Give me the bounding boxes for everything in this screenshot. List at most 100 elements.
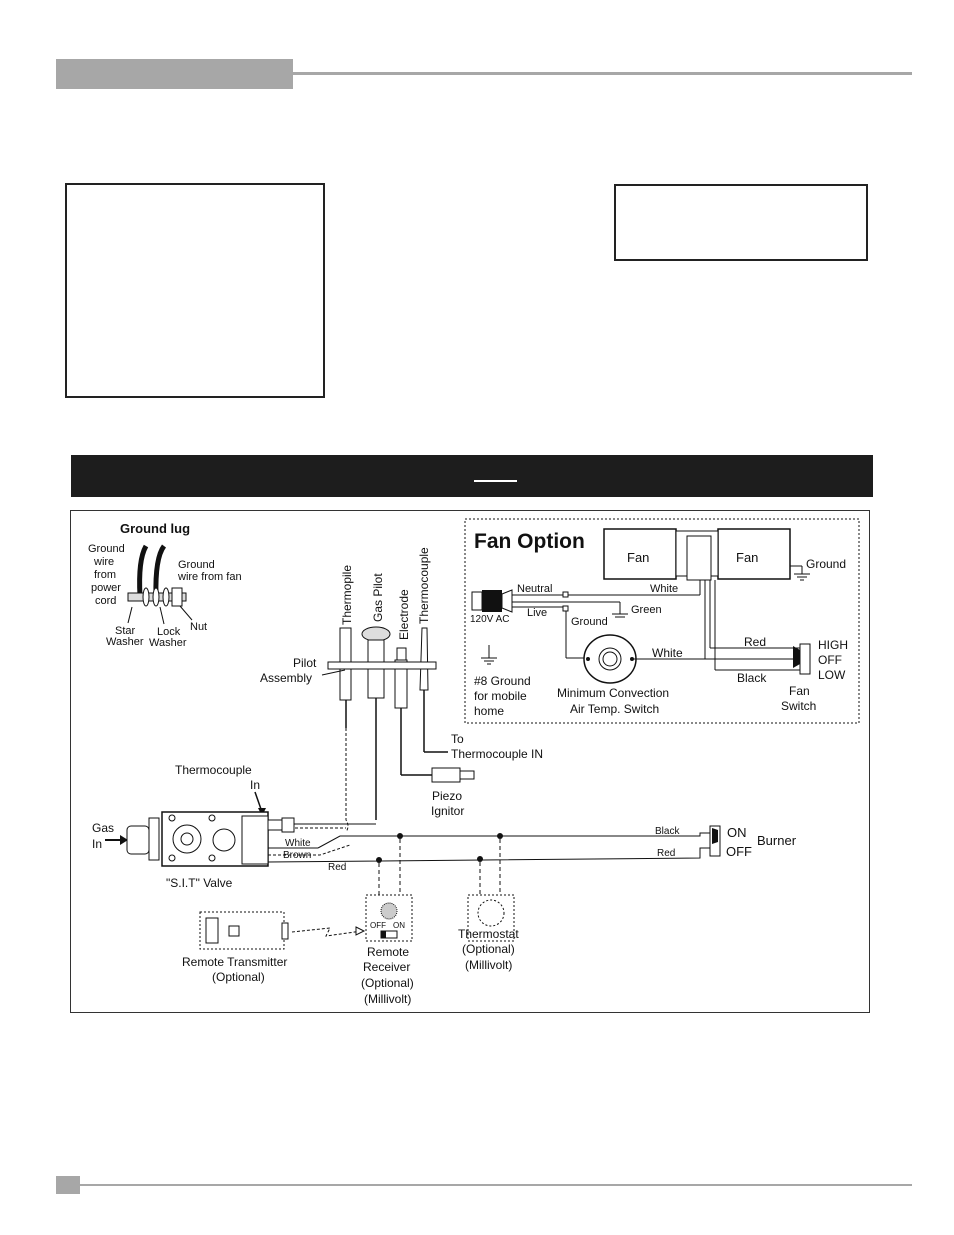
volts-label: 120V AC (470, 614, 509, 625)
thermostat-junction-top (497, 833, 503, 839)
valve-red-label: Red (328, 862, 346, 873)
remote-receiver-label: Remote (367, 945, 409, 959)
power-plug-body (482, 590, 502, 612)
remote-receiver-label-3: (Optional) (361, 976, 414, 990)
neutral-label: Neutral (517, 583, 552, 595)
fan-switch-icon (799, 643, 811, 675)
valve-white-label: White (285, 838, 311, 849)
ground8-label-3: home (474, 704, 504, 718)
ground8-label: #8 Ground (474, 674, 531, 688)
thermostat-dial (477, 899, 505, 927)
ground-wire-fan-label-2: wire from fan (177, 571, 242, 583)
star-washer-pointer (127, 606, 133, 624)
black-label: Black (737, 671, 767, 685)
ground-lug-title: Ground lug (120, 521, 190, 536)
electrode-tip (396, 647, 407, 661)
valve-screw-3 (208, 814, 216, 822)
wiring-diagram-frame (70, 510, 870, 1013)
receiver-junction-bottom (376, 857, 382, 863)
wiring-diagram-banner (71, 455, 873, 497)
thermostat-group: Thermostat (Optional) (Millivolt) (458, 894, 519, 972)
valve-hilo-knob-icon (212, 828, 236, 852)
fan-option-box (464, 518, 860, 724)
burner-label: Burner (757, 833, 797, 848)
pilot-assembly-group: Thermopile Gas Pilot Electrode Thermocou… (260, 547, 543, 833)
lock-washer-label: Lock (157, 626, 181, 638)
live-wire-splice (562, 605, 569, 612)
gas-pilot-hood (361, 626, 391, 642)
fan-connector-plug (686, 535, 712, 581)
fan-switch-high: HIGH (818, 638, 848, 652)
green-label: Green (631, 604, 662, 616)
pilot-assembly-label: Pilot (293, 656, 317, 670)
remote-receiver-label-2: Receiver (363, 960, 410, 974)
convection-switch-terminal-left (586, 657, 590, 661)
nut-icon (171, 587, 183, 607)
lock-washer-icon (152, 587, 160, 607)
lock-washer-label-2: Washer (149, 637, 187, 649)
thermostat-junction-bottom (477, 856, 483, 862)
fan-ground-label: Ground (806, 557, 846, 571)
pilot-bracket (327, 661, 437, 670)
star-washer-icon (142, 587, 150, 607)
red-label: Red (744, 635, 766, 649)
to-thermocouple-label-2: Thermocouple IN (451, 747, 543, 761)
gas-in-arrowhead (120, 835, 128, 845)
thermocouple-label: Thermocouple (417, 547, 431, 624)
burner-black-label: Black (655, 826, 680, 837)
convection-switch-label-2: Air Temp. Switch (570, 702, 659, 716)
star-washer-label: Star (115, 625, 136, 637)
note-box-right (614, 184, 868, 261)
star-washer-label-2: Washer (106, 636, 144, 648)
thermopile-label: Thermopile (340, 565, 354, 625)
gas-in-label: Gas (92, 821, 114, 835)
remote-transmitter-button (228, 925, 240, 937)
white-top-label: White (650, 583, 678, 595)
convection-switch-center (602, 651, 618, 667)
fan-switch-label: Fan (789, 684, 810, 698)
fan-switch-low: LOW (818, 668, 846, 682)
remote-receiver-label-4: (Millivolt) (364, 992, 411, 1006)
footer-tab (56, 1176, 80, 1194)
valve-name-label: "S.I.T" Valve (166, 876, 233, 890)
power-plug-icon (471, 591, 483, 611)
convection-switch-label: Minimum Convection (557, 686, 669, 700)
fan-option-group: Fan Option Fan Fan Ground 120V AC Neutra… (464, 518, 860, 724)
ground-small-label: Ground (571, 616, 608, 628)
brown-wire-dashed (268, 844, 351, 856)
thermostat-label-2: (Optional) (462, 942, 515, 956)
burner-on-label: ON (727, 825, 747, 840)
white-mid-label: White (652, 646, 683, 660)
ground-wire-power-label-3: from (94, 569, 116, 581)
valve-brown-label: Brown (283, 850, 311, 861)
remote-transmitter-label-2: (Optional) (212, 970, 265, 984)
gas-inlet-fitting (126, 825, 150, 855)
valve-inlet-flange (148, 817, 160, 861)
ground-wire-power-label: Ground (88, 543, 125, 555)
lug-washer-icon (162, 587, 170, 607)
banner-underline (474, 480, 517, 482)
nut-pointer (179, 605, 193, 621)
remote-transmitter-label: Remote Transmitter (182, 955, 287, 969)
valve-group: Thermocouple In Gas In "S.I.T" Valve Whi… (92, 763, 346, 890)
footer-rule (80, 1184, 912, 1186)
remote-receiver-button (380, 902, 398, 920)
piezo-ignitor-icon (431, 767, 461, 783)
remote-receiver-group: OFF ON Remote Receiver (Optional) (Milli… (361, 894, 414, 1006)
fan-switch-rocker (793, 646, 800, 668)
section-header-rule (293, 72, 912, 75)
remote-transmitter-antenna (281, 922, 289, 940)
valve-knob-center (180, 832, 194, 846)
ground-wire-power-label-4: power (91, 582, 121, 594)
fan-option-title: Fan Option (474, 530, 585, 553)
burner-red-wire (267, 847, 710, 863)
thermocouple-in-label-2: In (250, 778, 260, 792)
electrode-label: Electrode (397, 589, 411, 640)
valve-screw-4 (208, 854, 216, 862)
fan-left-label: Fan (627, 550, 649, 565)
note-box-left (65, 183, 325, 398)
gas-in-label-2: In (92, 837, 102, 851)
neutral-wire-splice (562, 591, 569, 598)
signal-arrowhead (355, 926, 366, 936)
thermostat-label-3: (Millivolt) (465, 958, 512, 972)
